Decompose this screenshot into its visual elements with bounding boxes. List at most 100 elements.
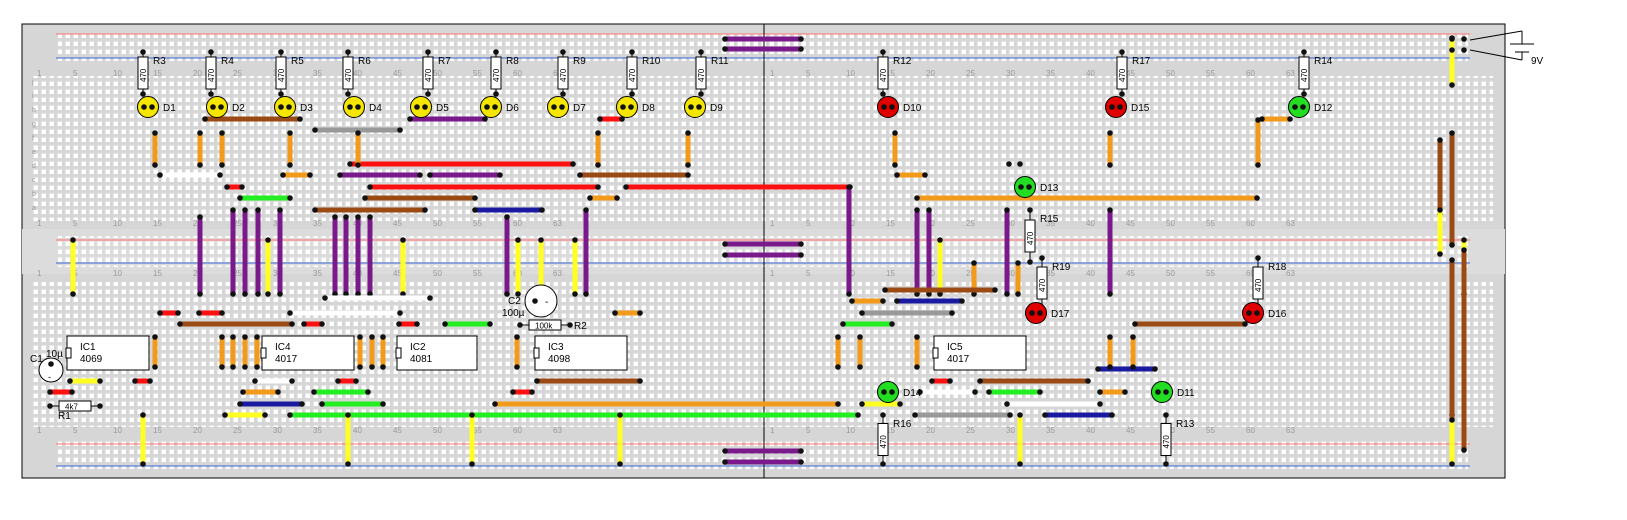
column-number: 25 — [233, 69, 242, 78]
column-number: 20 — [193, 426, 202, 435]
wire — [685, 130, 691, 168]
wire — [322, 295, 433, 301]
column-number: 60 — [513, 69, 522, 78]
column-number: 5 — [806, 219, 811, 228]
wire — [252, 378, 295, 384]
column-number: 55 — [1206, 219, 1215, 228]
column-number: 15 — [886, 269, 895, 278]
led-d4: D4 — [343, 96, 382, 118]
wire — [355, 214, 361, 297]
column-number: 50 — [433, 69, 442, 78]
wire — [472, 207, 545, 213]
column-number: 60 — [1246, 219, 1255, 228]
wire — [311, 389, 371, 395]
column-number: 1 — [37, 269, 42, 278]
resistor-value: 470 — [1300, 68, 1309, 82]
column-number: 5 — [73, 219, 78, 228]
resistor-value: 470 — [492, 68, 501, 82]
column-number: 60 — [513, 426, 522, 435]
wire — [1097, 389, 1128, 395]
column-number: 35 — [1046, 426, 1055, 435]
led-d7: D7 — [547, 96, 586, 118]
battery-label: 9V — [1531, 56, 1544, 67]
wire — [312, 127, 403, 133]
resistor-value: 4k7 — [65, 403, 78, 412]
wire — [577, 172, 691, 178]
led-label: D6 — [506, 103, 519, 114]
column-number: 25 — [966, 426, 975, 435]
led-d8: D8 — [616, 96, 655, 118]
led-d3: D3 — [274, 96, 313, 118]
wire — [859, 310, 955, 316]
wire — [1255, 117, 1261, 168]
ic-label: IC5 — [947, 342, 963, 353]
column-number: 63 — [1286, 219, 1295, 228]
wire — [894, 172, 928, 178]
resistor-label: R3 — [153, 56, 166, 67]
led-d10: D10 — [877, 96, 922, 118]
column-number: 50 — [1166, 269, 1175, 278]
column-number: 50 — [1166, 69, 1175, 78]
resistor-value: 470 — [424, 68, 433, 82]
wire — [197, 130, 203, 168]
wire — [242, 207, 248, 297]
resistor-label: R1 — [58, 411, 71, 422]
wire — [442, 321, 493, 327]
led-label: D8 — [642, 103, 655, 114]
wire — [1004, 401, 1103, 407]
wire — [312, 207, 428, 213]
resistor-value: 470 — [139, 68, 148, 82]
wire — [722, 241, 804, 247]
svg-text:-: - — [48, 372, 51, 382]
resistor-label: R6 — [358, 56, 371, 67]
wire — [859, 401, 903, 407]
column-number: 25 — [966, 269, 975, 278]
wire — [202, 116, 303, 122]
wire — [367, 214, 373, 297]
wire — [846, 184, 852, 297]
column-number: 25 — [233, 269, 242, 278]
wire — [335, 378, 359, 384]
column-number: 55 — [1206, 69, 1215, 78]
wire — [157, 310, 181, 316]
wire — [929, 378, 953, 384]
column-number: 40 — [353, 69, 362, 78]
resistor-label: R4 — [221, 56, 234, 67]
column-number: 55 — [1206, 269, 1215, 278]
led-d2: D2 — [206, 96, 245, 118]
column-number: 45 — [393, 426, 402, 435]
led-d15: D15 — [1105, 96, 1150, 118]
capacitor-value: 10µ — [46, 349, 63, 360]
wire — [514, 334, 520, 370]
wire — [343, 214, 349, 297]
column-number: 60 — [1246, 269, 1255, 278]
resistor-label: R18 — [1268, 262, 1287, 273]
column-number: 15 — [153, 69, 162, 78]
resistor-value: 470 — [879, 68, 888, 82]
column-number: 55 — [473, 219, 482, 228]
wire — [510, 389, 535, 395]
wire — [534, 378, 643, 384]
column-number: 63 — [553, 219, 562, 228]
wire — [1449, 35, 1455, 88]
wire — [157, 172, 223, 178]
wire — [1130, 334, 1136, 370]
battery-positive-pin — [1461, 36, 1467, 42]
wire — [1437, 137, 1443, 217]
column-number: 45 — [1126, 269, 1135, 278]
wire — [67, 378, 103, 384]
wire — [230, 334, 236, 370]
ic-part-number: 4081 — [410, 354, 433, 365]
column-number: 55 — [473, 269, 482, 278]
wire — [835, 334, 841, 370]
row-letter: g — [32, 121, 36, 128]
column-number: 1 — [37, 69, 42, 78]
resistor-value: 470 — [1162, 435, 1171, 449]
